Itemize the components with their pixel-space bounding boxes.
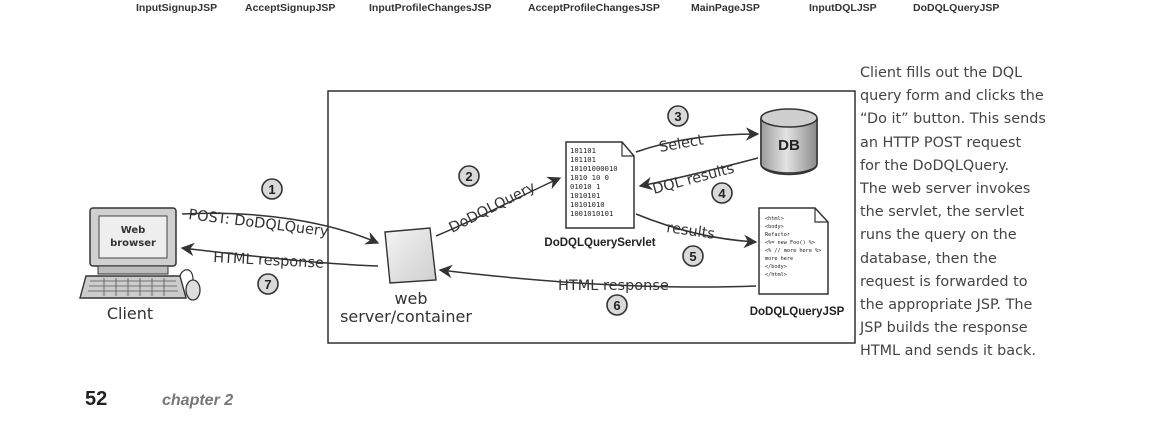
step-1-label: POST: DoDQLQuery — [188, 207, 330, 240]
arrow-step-4 — [638, 157, 759, 191]
jsp-code-line: <html> — [765, 216, 784, 222]
step-2-label: DoDQLQuery — [447, 179, 539, 236]
jsp-code-line: <%= new Foo() %> — [765, 240, 815, 246]
servlet-binary-code: 101101 101101 10101000010 1010 10 0 0101… — [570, 146, 618, 218]
jsp-source-code: <html> <body> Refactor <%= new Foo() %> … — [765, 216, 821, 278]
annotation-line: an HTTP POST request — [860, 134, 1022, 151]
annotation-line: Client fills out the DQL — [860, 65, 1023, 81]
jsp-document-icon — [758, 207, 829, 295]
step-5-number: 5 — [689, 249, 696, 264]
server-container-frame — [327, 90, 856, 344]
servlet-code-line: 10101000010 — [570, 164, 618, 173]
web-browser-label-line-2: browser — [110, 238, 156, 249]
annotation-note: Client fills out the DQL query form and … — [860, 62, 1070, 364]
annotation-line: The web server invokes — [860, 181, 1031, 198]
step-5-label: results — [665, 220, 715, 243]
jsp-code-line: Refactor — [765, 232, 790, 238]
servlet-code-line: 10101010 — [570, 200, 605, 209]
nav-link-accept-profile-changes-jsp[interactable]: AcceptProfileChangesJSP — [528, 2, 660, 14]
annotation-line: for the DoDQLQuery. — [860, 157, 1010, 174]
nav-link-do-dql-query-jsp[interactable]: DoDQLQueryJSP — [913, 2, 1000, 14]
step-2-badge: 2 — [458, 165, 480, 187]
arrow-step-1 — [181, 212, 380, 245]
jsp-code-line: </body> — [765, 264, 787, 270]
annotation-line: database, then the — [860, 250, 997, 267]
step-2-number: 2 — [465, 169, 472, 184]
servlet-code-line: 101101 — [570, 146, 596, 155]
annotation-line: JSP builds the response — [860, 320, 1028, 337]
nav-link-input-dql-jsp[interactable]: InputDQLJSP — [809, 2, 877, 14]
arrow-step-3 — [635, 127, 760, 153]
step-6-label: HTML response — [558, 278, 669, 294]
arrow-step-5 — [635, 213, 758, 249]
annotation-line: HTML and sends it back. — [860, 343, 1036, 360]
nav-link-main-page-jsp[interactable]: MainPageJSP — [691, 2, 760, 14]
annotation-line: the servlet, the servlet — [860, 204, 1025, 221]
database-icon — [760, 108, 818, 176]
servlet-code-line: 01010 1 — [570, 182, 600, 191]
step-4-number: 4 — [718, 186, 726, 201]
arrow-step-2 — [435, 176, 562, 237]
step-3-badge: 3 — [667, 105, 689, 127]
jsp-code-line: more here — [765, 256, 793, 262]
step-number-badges: 1 2 3 4 5 6 7 — [257, 105, 733, 316]
step-3-label: Select — [658, 132, 705, 156]
annotation-line: request is forwarded to — [860, 273, 1028, 290]
container-label-line-1: web — [394, 289, 427, 308]
arrow-step-7 — [180, 242, 379, 267]
step-5-badge: 5 — [682, 245, 704, 267]
annotation-line: runs the query on the — [860, 227, 1017, 244]
nav-link-accept-signup-jsp[interactable]: AcceptSignupJSP — [245, 2, 336, 14]
servlet-document-icon — [565, 141, 635, 229]
web-browser-label-line-1: Web — [121, 225, 146, 236]
step-7-label: HTML response — [213, 250, 325, 272]
database-label: DB — [778, 137, 800, 154]
servlet-code-line: 1010101 — [570, 191, 600, 200]
client-computer-icon — [79, 207, 201, 301]
servlet-code-line: 1010 10 0 — [570, 173, 609, 182]
jsp-code-line: </html> — [765, 272, 787, 278]
step-7-badge: 7 — [257, 273, 279, 295]
servlet-code-line: 101101 — [570, 155, 596, 164]
step-6-number: 6 — [613, 298, 620, 313]
servlet-label: DoDQLQueryServlet — [544, 237, 655, 249]
step-1-number: 1 — [268, 182, 275, 197]
jsp-code-line: <body> — [765, 224, 784, 230]
web-server-icon — [384, 227, 437, 284]
step-6-badge: 6 — [606, 294, 628, 316]
nav-link-input-signup-jsp[interactable]: InputSignupJSP — [136, 2, 218, 14]
step-3-number: 3 — [674, 109, 681, 124]
nav-link-input-profile-changes-jsp[interactable]: InputProfileChangesJSP — [369, 2, 492, 14]
step-7-number: 7 — [264, 277, 271, 292]
jsp-label: DoDQLQueryJSP — [750, 306, 845, 318]
annotation-line: “Do it” button. This sends — [860, 111, 1046, 128]
client-label: Client — [107, 304, 153, 323]
servlet-code-line: 1001010101 — [570, 209, 613, 218]
top-navigation: InputSignupJSP AcceptSignupJSP InputProf… — [0, 2, 1152, 16]
step-4-badge: 4 — [711, 182, 733, 204]
container-label-line-2: server/container — [340, 307, 472, 326]
jsp-code-line: <% // more here %> — [765, 248, 821, 254]
flow-arrows — [180, 127, 760, 288]
annotation-line: query form and clicks the — [860, 88, 1044, 105]
chapter-label: chapter 2 — [162, 392, 234, 409]
arrow-step-6 — [438, 264, 757, 288]
step-1-badge: 1 — [261, 178, 283, 200]
annotation-line: the appropriate JSP. The — [860, 297, 1033, 314]
page-number: 52 — [85, 388, 108, 410]
